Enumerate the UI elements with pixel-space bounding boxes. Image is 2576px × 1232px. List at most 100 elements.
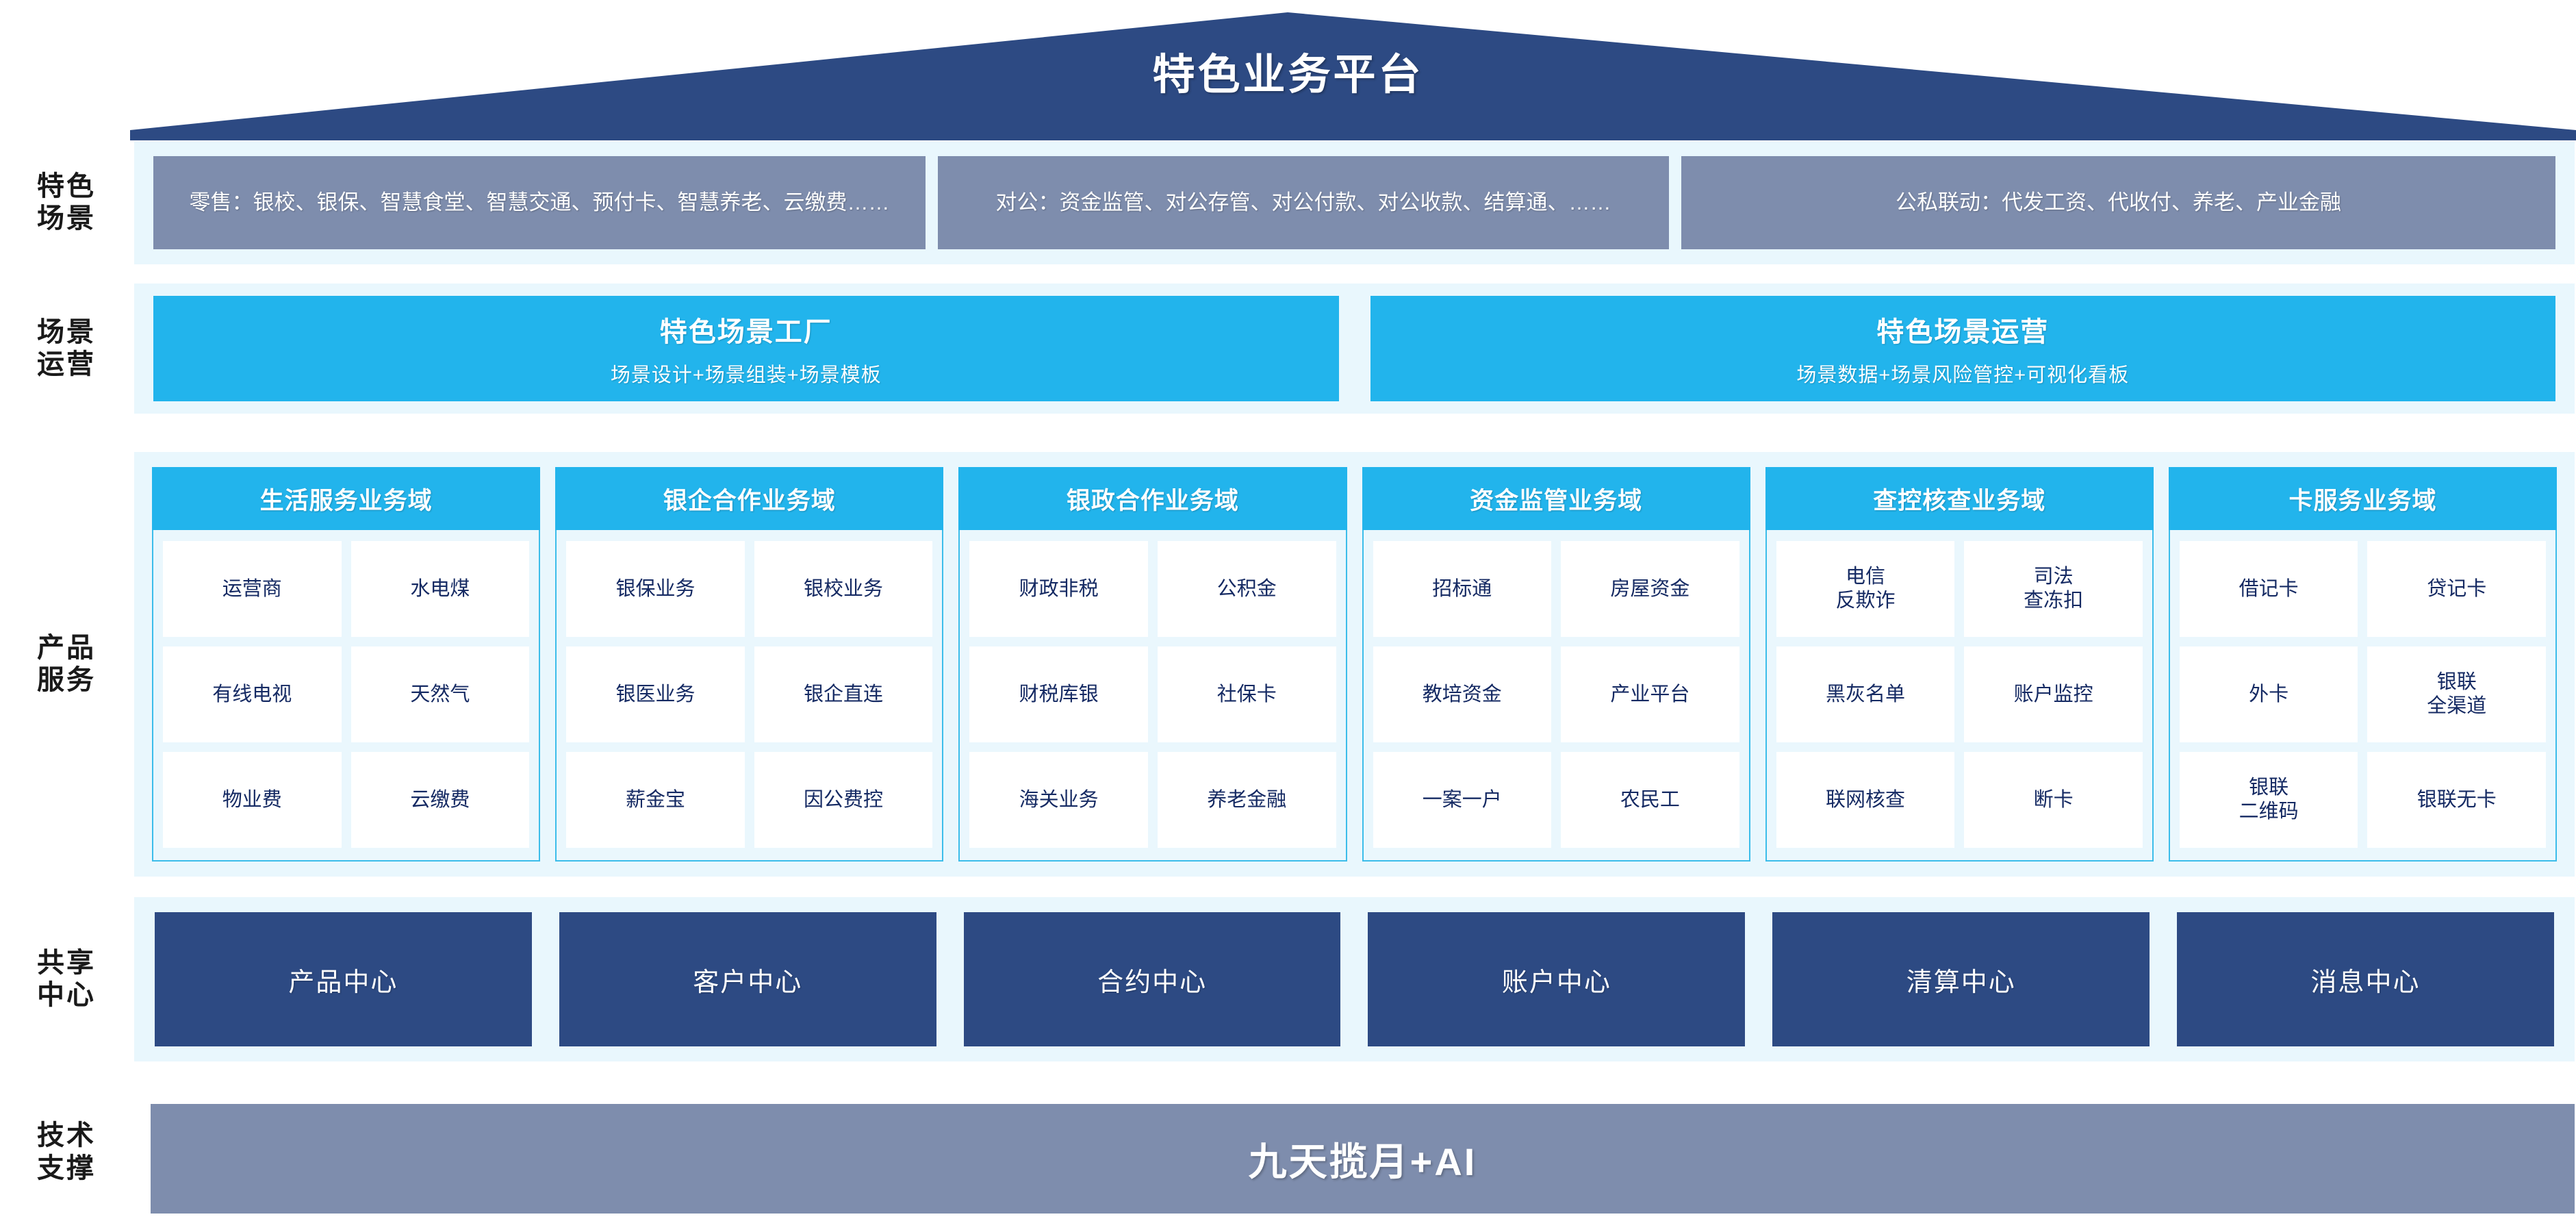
domain-tile[interactable]: 银医业务 xyxy=(566,646,745,742)
roof-shape-icon xyxy=(130,12,2576,140)
domain-tile[interactable]: 贷记卡 xyxy=(2367,541,2547,637)
operations-title-scene-operation: 特色场景运营 xyxy=(1876,317,2050,347)
tech-support-bar[interactable]: 九天揽月+AI xyxy=(151,1104,2575,1214)
domain-tile[interactable]: 断卡 xyxy=(1964,752,2143,848)
domain-card[interactable]: 生活服务业务域运营商水电煤有线电视天然气物业费云缴费 xyxy=(152,467,541,862)
shared-center-box[interactable]: 合约中心 xyxy=(963,912,1341,1046)
domain-tile[interactable]: 运营商 xyxy=(163,541,342,637)
domain-tile-row: 海关业务养老金融 xyxy=(969,752,1336,848)
domain-tile-row: 联网核查断卡 xyxy=(1776,752,2143,848)
domain-tile[interactable]: 财税库银 xyxy=(969,646,1148,742)
shared-center-box[interactable]: 客户中心 xyxy=(559,912,936,1046)
domain-card-body: 银保业务银校业务银医业务银企直连薪金宝因公费控 xyxy=(555,530,944,862)
shared-center-box[interactable]: 产品中心 xyxy=(155,912,532,1046)
domain-tile-row: 银保业务银校业务 xyxy=(566,541,933,637)
domain-card[interactable]: 查控核查业务域电信 反欺诈司法 查冻扣黑灰名单账户监控联网核查断卡 xyxy=(1765,467,2154,862)
shared-center-box[interactable]: 清算中心 xyxy=(1772,912,2150,1046)
operations-box-scene-operation[interactable]: 特色场景运营 场景数据+场景风险管控+可视化看板 xyxy=(1370,296,2555,401)
domain-card[interactable]: 卡服务业务域借记卡贷记卡外卡银联 全渠道银联 二维码银联无卡 xyxy=(2168,467,2558,862)
domain-tile[interactable]: 银联 二维码 xyxy=(2179,752,2358,848)
domain-tile-row: 财税库银社保卡 xyxy=(969,646,1336,742)
axis-label-operations-text: 场景 运营 xyxy=(37,316,96,379)
domain-tile[interactable]: 外卡 xyxy=(2179,646,2358,742)
domain-tile[interactable]: 有线电视 xyxy=(163,646,342,742)
axis-label-scene: 特色 场景 xyxy=(5,141,127,264)
domain-tile[interactable]: 薪金宝 xyxy=(566,752,745,848)
operations-box-scene-factory[interactable]: 特色场景工厂 场景设计+场景组装+场景模板 xyxy=(153,296,1339,401)
domain-tile[interactable]: 因公费控 xyxy=(754,752,933,848)
domain-card-body: 运营商水电煤有线电视天然气物业费云缴费 xyxy=(152,530,541,862)
domain-tile[interactable]: 水电煤 xyxy=(350,541,530,637)
domain-tile[interactable]: 借记卡 xyxy=(2179,541,2358,637)
domain-tile[interactable]: 一案一户 xyxy=(1373,752,1552,848)
domain-card-title: 查控核查业务域 xyxy=(1765,467,2154,530)
domain-card-body: 借记卡贷记卡外卡银联 全渠道银联 二维码银联无卡 xyxy=(2168,530,2558,862)
domain-tile[interactable]: 联网核查 xyxy=(1776,752,1955,848)
operations-subtitle-scene-factory: 场景设计+场景组装+场景模板 xyxy=(610,364,882,386)
scene-row: 零售：银校、银保、智慧食堂、智慧交通、预付卡、智慧养老、云缴费…… 对公：资金监… xyxy=(134,141,2575,264)
domain-card-title: 卡服务业务域 xyxy=(2168,467,2558,530)
domain-tile[interactable]: 公积金 xyxy=(1157,541,1336,637)
domain-tile[interactable]: 电信 反欺诈 xyxy=(1776,541,1955,637)
domain-tile[interactable]: 银企直连 xyxy=(754,646,933,742)
domain-tile[interactable]: 教培资金 xyxy=(1373,646,1552,742)
axis-label-products-text: 产品 服务 xyxy=(37,632,96,695)
operations-subtitle-scene-operation: 场景数据+场景风险管控+可视化看板 xyxy=(1796,364,2130,386)
domain-tile[interactable]: 房屋资金 xyxy=(1561,541,1739,637)
domain-tile[interactable]: 养老金融 xyxy=(1157,752,1336,848)
domain-tile-row: 财政非税公积金 xyxy=(969,541,1336,637)
domain-tile-row: 借记卡贷记卡 xyxy=(2179,541,2547,637)
domain-card-body: 电信 反欺诈司法 查冻扣黑灰名单账户监控联网核查断卡 xyxy=(1765,530,2154,862)
domain-tile-row: 招标通房屋资金 xyxy=(1373,541,1739,637)
domain-card[interactable]: 资金监管业务域招标通房屋资金教培资金产业平台一案一户农民工 xyxy=(1362,467,1750,862)
domain-card-title: 银企合作业务域 xyxy=(555,467,944,530)
axis-label-scene-text: 特色 场景 xyxy=(37,171,96,234)
product-row-band: 生活服务业务域运营商水电煤有线电视天然气物业费云缴费银企合作业务域银保业务银校业… xyxy=(134,452,2575,877)
axis-label-shared-text: 共享 中心 xyxy=(37,947,96,1010)
shared-center-box[interactable]: 消息中心 xyxy=(2177,912,2554,1046)
domain-tile-row: 外卡银联 全渠道 xyxy=(2179,646,2547,742)
domain-card-body: 招标通房屋资金教培资金产业平台一案一户农民工 xyxy=(1362,530,1750,862)
domain-tile[interactable]: 物业费 xyxy=(163,752,342,848)
domain-tile[interactable]: 财政非税 xyxy=(969,541,1148,637)
domain-tile[interactable]: 银校业务 xyxy=(754,541,933,637)
product-row: 生活服务业务域运营商水电煤有线电视天然气物业费云缴费银企合作业务域银保业务银校业… xyxy=(134,452,2575,877)
domain-tile[interactable]: 云缴费 xyxy=(350,752,530,848)
domain-tile[interactable]: 天然气 xyxy=(350,646,530,742)
domain-tile-row: 电信 反欺诈司法 查冻扣 xyxy=(1776,541,2143,637)
domain-tile[interactable]: 社保卡 xyxy=(1157,646,1336,742)
domain-tile[interactable]: 账户监控 xyxy=(1964,646,2143,742)
domain-tile[interactable]: 产业平台 xyxy=(1561,646,1739,742)
operations-row: 特色场景工厂 场景设计+场景组装+场景模板 特色场景运营 场景数据+场景风险管控… xyxy=(134,284,2575,414)
scene-row-band: 零售：银校、银保、智慧食堂、智慧交通、预付卡、智慧养老、云缴费…… 对公：资金监… xyxy=(134,141,2575,264)
page-title: 特色业务平台 xyxy=(1152,51,1424,99)
domain-card[interactable]: 银政合作业务域财政非税公积金财税库银社保卡海关业务养老金融 xyxy=(958,467,1347,862)
scene-box-corporate[interactable]: 对公：资金监管、对公存管、对公付款、对公收款、结算通、…… xyxy=(938,156,1669,249)
domain-tile[interactable]: 招标通 xyxy=(1373,541,1552,637)
shared-center-row: 产品中心客户中心合约中心账户中心清算中心消息中心 xyxy=(134,897,2575,1061)
domain-tile[interactable]: 海关业务 xyxy=(969,752,1148,848)
axis-label-tech-text: 技术 支撑 xyxy=(37,1120,96,1183)
domain-tile-row: 黑灰名单账户监控 xyxy=(1776,646,2143,742)
shared-row-band: 产品中心客户中心合约中心账户中心清算中心消息中心 xyxy=(134,897,2575,1061)
domain-tile[interactable]: 银保业务 xyxy=(566,541,745,637)
axis-label-products: 产品 服务 xyxy=(5,452,127,877)
operations-row-band: 特色场景工厂 场景设计+场景组装+场景模板 特色场景运营 场景数据+场景风险管控… xyxy=(134,284,2575,414)
domain-card-title: 资金监管业务域 xyxy=(1362,467,1750,530)
scene-box-retail[interactable]: 零售：银校、银保、智慧食堂、智慧交通、预付卡、智慧养老、云缴费…… xyxy=(153,156,926,249)
domain-card-title: 银政合作业务域 xyxy=(958,467,1347,530)
domain-tile-row: 有线电视天然气 xyxy=(163,646,530,742)
domain-card[interactable]: 银企合作业务域银保业务银校业务银医业务银企直连薪金宝因公费控 xyxy=(555,467,944,862)
shared-center-box[interactable]: 账户中心 xyxy=(1368,912,1746,1046)
domain-tile[interactable]: 农民工 xyxy=(1561,752,1739,848)
domain-tile-row: 物业费云缴费 xyxy=(163,752,530,848)
domain-tile[interactable]: 黑灰名单 xyxy=(1776,646,1955,742)
domain-card-title: 生活服务业务域 xyxy=(152,467,541,530)
domain-tile[interactable]: 银联无卡 xyxy=(2367,752,2547,848)
domain-tile-row: 运营商水电煤 xyxy=(163,541,530,637)
domain-tile[interactable]: 司法 查冻扣 xyxy=(1964,541,2143,637)
axis-label-shared: 共享 中心 xyxy=(5,897,127,1061)
scene-box-public-private[interactable]: 公私联动：代发工资、代收付、养老、产业金融 xyxy=(1681,156,2555,249)
domain-tile[interactable]: 银联 全渠道 xyxy=(2367,646,2547,742)
